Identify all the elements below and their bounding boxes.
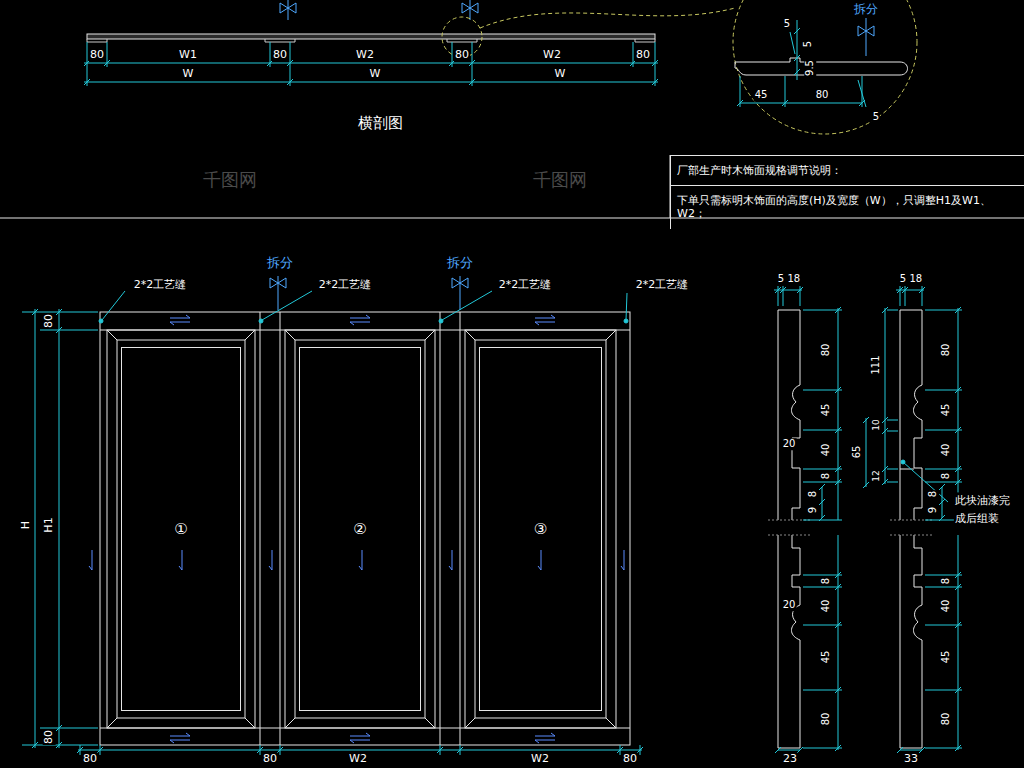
dimension: 5 — [872, 111, 880, 123]
detail-callout — [442, 0, 917, 134]
seam-note: 2*2工艺缝 — [318, 279, 373, 292]
dimension: 80 — [815, 89, 830, 101]
dimension: 8 — [820, 577, 832, 585]
dimension: 20 — [782, 599, 797, 611]
dimension: 80 — [43, 313, 56, 329]
dimension: 45 — [940, 650, 952, 665]
raised-panel: ② — [299, 347, 421, 711]
dimension: W — [182, 68, 195, 81]
dimension: 8 — [940, 472, 952, 480]
grain-arrow — [89, 315, 624, 743]
raised-panel: ① — [121, 347, 241, 711]
dimension: 40 — [940, 443, 952, 458]
dimension: 23 — [782, 753, 798, 766]
dimension: 5 — [802, 40, 814, 48]
dimension-lines — [84, 42, 658, 86]
dimension: 9.5 — [804, 59, 816, 77]
note-box: 厂部生产时木饰面规格调节说明：下单只需标明木饰面的高度(H)及宽度（W），只调整… — [670, 155, 1024, 229]
dimension: 80 — [622, 753, 638, 766]
note-text: 下单只需标明木饰面的高度(H)及宽度（W），只调整H1及W1、W2； — [671, 186, 1024, 228]
dimension: 80 — [940, 343, 952, 358]
dimension: 65 — [851, 445, 863, 460]
panel-number: ② — [353, 520, 366, 538]
dimension: 33 — [903, 753, 919, 766]
dimension: 111 — [870, 354, 882, 375]
dimension: W — [369, 68, 382, 81]
dimension: W2 — [530, 753, 550, 766]
panel-number: ① — [174, 520, 187, 538]
dimension: 80 — [89, 49, 105, 62]
dimension: 5 18 — [899, 273, 923, 285]
dimension: 45 — [820, 403, 832, 418]
dimension: 80 — [262, 753, 278, 766]
dimension: 5 18 — [777, 273, 801, 285]
dimension: 45 — [754, 89, 769, 101]
dimension: W2 — [542, 49, 562, 62]
dimension: W2 — [355, 49, 375, 62]
cross-section — [87, 34, 655, 42]
seam-note: 2*2工艺缝 — [498, 279, 553, 292]
split-mark: 拆分 — [266, 256, 294, 271]
dimension: 12 — [871, 469, 881, 482]
section-profile — [768, 310, 934, 748]
dimension: 45 — [940, 403, 952, 418]
watermark: 千图网 — [532, 170, 588, 191]
dimension: W — [554, 68, 567, 81]
dimension: W1 — [178, 49, 198, 62]
dimension: W2 — [348, 753, 368, 766]
split-mark: 拆分 — [446, 256, 474, 271]
detail-profile — [735, 18, 908, 107]
dimension: 80 — [820, 343, 832, 358]
panel-number: ③ — [534, 520, 547, 538]
watermark: 千图网 — [202, 170, 258, 191]
dimension: 20 — [782, 438, 797, 450]
dimension: H — [20, 520, 33, 530]
dimension: 8 — [807, 490, 819, 498]
dimension: 80 — [272, 49, 288, 62]
split-symbol — [280, 0, 478, 20]
dimension: 10 — [871, 418, 881, 431]
dimension: 40 — [940, 599, 952, 614]
raised-panel: ③ — [479, 347, 602, 711]
split-mark: 拆分 — [853, 3, 879, 17]
seam-note: 2*2工艺缝 — [635, 279, 690, 292]
dimension: 80 — [43, 729, 56, 745]
dimension: 45 — [820, 650, 832, 665]
dimension: 80 — [820, 712, 832, 727]
dimension: 8 — [927, 490, 939, 498]
dimension: 5 — [783, 18, 791, 30]
dimension: H1 — [43, 516, 56, 533]
dimension: 9 — [927, 506, 939, 514]
seam-note: 2*2工艺缝 — [133, 279, 188, 292]
dimension-lines — [22, 309, 643, 755]
dimension: 80 — [940, 712, 952, 727]
dimension: 80 — [454, 49, 470, 62]
dimension: 8 — [940, 577, 952, 585]
dimension: 80 — [635, 49, 651, 62]
dimension: 40 — [820, 599, 832, 614]
panel-elevation — [100, 312, 630, 745]
split-symbol — [270, 276, 468, 310]
dimension: 8 — [820, 472, 832, 480]
assembly-note: 此块油漆完成后组装 — [954, 492, 1014, 527]
dimension: 9 — [807, 506, 819, 514]
leader-line — [99, 291, 628, 323]
dimension: 40 — [820, 443, 832, 458]
dimension-lines — [774, 286, 962, 753]
view-title: 横剖图 — [357, 115, 404, 132]
dimension: 80 — [82, 753, 98, 766]
note-text: 厂部生产时木饰面规格调节说明： — [671, 156, 1024, 186]
